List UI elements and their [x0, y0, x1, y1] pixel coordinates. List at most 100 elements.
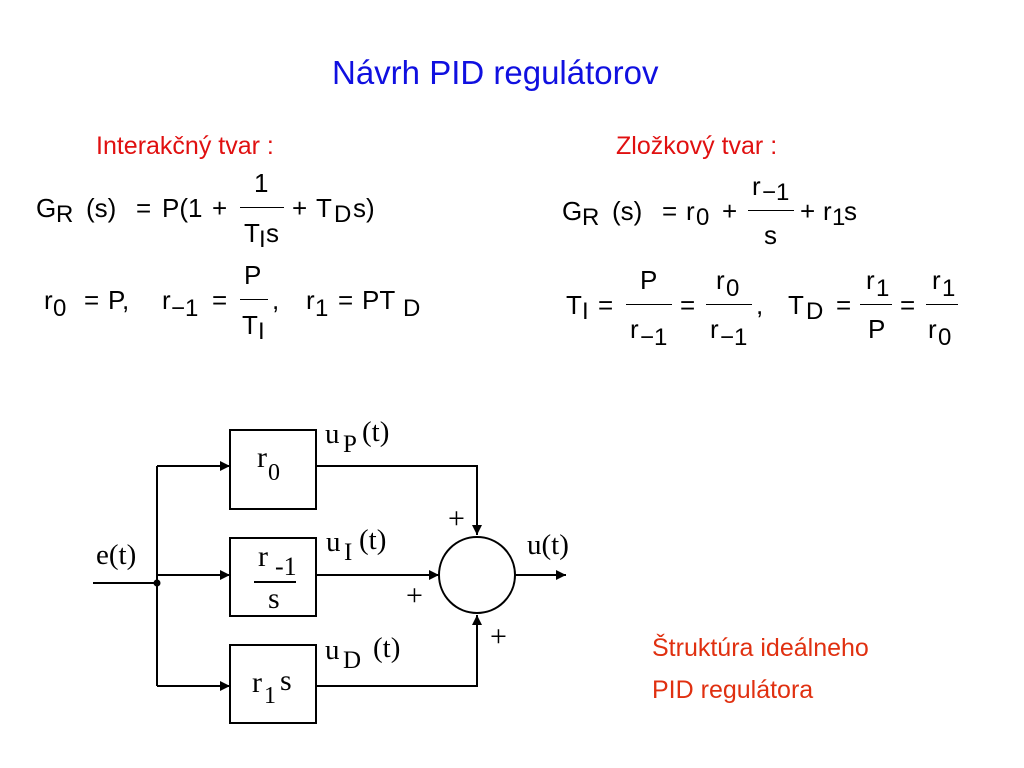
- eq-l1-frac-den-sub: I: [259, 226, 266, 253]
- signal-d-line: [316, 615, 482, 687]
- eq-r1-plus2: +: [800, 196, 816, 226]
- eq-r1-frac-den: s: [764, 220, 777, 250]
- signal-p-line: [316, 465, 482, 535]
- eq-l2-rm1: r: [162, 285, 171, 315]
- sign-mid: +: [406, 579, 423, 612]
- block-d-s: s: [280, 664, 292, 697]
- eq-r2-eq1: =: [598, 290, 614, 320]
- summing-junction: [438, 536, 516, 614]
- signal-d-u: u: [325, 634, 340, 666]
- eq-l2-p: P,: [108, 285, 130, 315]
- block-p-sub: 0: [268, 460, 280, 486]
- sign-top: +: [448, 502, 465, 535]
- signal-p-sub: P: [343, 431, 357, 458]
- block-d-sub: 1: [264, 683, 276, 709]
- eq-r1-arg: (s): [612, 196, 643, 226]
- eq-l2-eq2: =: [212, 285, 228, 315]
- block-p: [229, 429, 317, 510]
- eq-r2-f4-num-sub: 1: [942, 275, 956, 302]
- page-title: Návrh PID regulátorov: [332, 54, 659, 91]
- eq-l2-frac-line: [240, 299, 268, 300]
- signal-d-t: (t): [373, 632, 401, 664]
- eq-l2-r0: r: [44, 285, 53, 315]
- eq-l2-r1-sub: 1: [315, 295, 329, 322]
- eq-l2-eq1: =: [84, 285, 100, 315]
- signal-p-t: (t): [362, 416, 390, 448]
- signal-d-sub: D: [343, 647, 362, 674]
- eq-l1-plus2: +: [292, 193, 308, 223]
- eq-r1-s: s: [844, 196, 857, 226]
- eq-r2-f2-den-sub: −1: [720, 324, 748, 351]
- eq-l2-comma: ,: [272, 285, 280, 315]
- caption-line-1: Štruktúra ideálneho: [652, 634, 869, 662]
- eq-r2-t: T: [566, 290, 582, 320]
- eq-r1-r0-sub: 0: [696, 204, 710, 231]
- interactive-form-heading: Interakčný tvar :: [96, 132, 274, 160]
- eq-r2-eq2: =: [680, 290, 696, 320]
- eq-r2-eq3: =: [836, 290, 852, 320]
- block-i-num-r: r: [258, 540, 268, 573]
- eq-r1-r1: r: [823, 196, 832, 226]
- eq-r1-g-sub: R: [582, 204, 600, 231]
- component-form-heading: Zložkový tvar :: [616, 132, 778, 160]
- eq-l1-p-open: P(1: [162, 193, 203, 223]
- eq-r2-td: T: [788, 290, 804, 320]
- eq-r2-f3-num-r: r: [866, 265, 875, 295]
- eq-r2-comma: ,: [756, 290, 764, 320]
- eq-r2-f2-num-r: r: [716, 265, 725, 295]
- input-label: e(t): [96, 539, 137, 571]
- eq-l1-td-sub: D: [334, 201, 352, 228]
- eq-l2-frac-den-sub: I: [258, 318, 265, 345]
- signal-i-u: u: [326, 526, 341, 558]
- output-label: u(t): [527, 529, 569, 561]
- eq-r2-f4-den-r: r: [928, 314, 937, 344]
- signal-i-t: (t): [359, 524, 387, 556]
- eq-l2-frac-den-t: T: [242, 310, 258, 340]
- eq-r2-f1-den-r: r: [630, 314, 639, 344]
- branch-point: [153, 579, 161, 587]
- signal-i-sub: I: [344, 539, 353, 566]
- block-p-r: r: [257, 441, 267, 474]
- eq-l2-eq3: =: [338, 285, 354, 315]
- eq-r2-f3-num-sub: 1: [876, 275, 890, 302]
- eq-r1-g: G: [562, 196, 583, 226]
- eq-l1-plus1: +: [212, 193, 228, 223]
- eq-r2-f1-den-sub: −1: [640, 324, 668, 351]
- eq-r1-frac-line: [748, 210, 794, 211]
- eq-r2-f4-line: [926, 304, 958, 305]
- eq-r1-equals: =: [662, 196, 678, 226]
- eq-l2-r0-sub: 0: [53, 295, 67, 322]
- eq-r2-eq4: =: [900, 290, 916, 320]
- eq-r1-plus1: +: [722, 196, 738, 226]
- eq-r2-f2-line: [706, 304, 752, 305]
- eq-l2-pt: PT: [362, 285, 396, 315]
- eq-l1-arg: (s): [86, 193, 117, 223]
- eq-r1-frac-num-sub: −1: [762, 179, 790, 206]
- eq-l1-td: T: [316, 193, 332, 223]
- eq-r2-f3-line: [860, 304, 892, 305]
- block-i-fraction-line: [254, 581, 296, 583]
- eq-r2-f2-den-r: r: [710, 314, 719, 344]
- block-d-r: r: [252, 666, 262, 699]
- eq-r1-frac-num-r: r: [752, 171, 761, 201]
- block-i-den: s: [268, 582, 280, 615]
- block-i: [229, 537, 317, 617]
- eq-r2-td-sub: D: [806, 298, 824, 325]
- signal-p-u: u: [325, 418, 340, 450]
- eq-r2-f4-num-r: r: [932, 265, 941, 295]
- eq-l1-frac-num: 1: [254, 168, 269, 198]
- eq-l1-frac-line: [240, 207, 284, 208]
- eq-l2-rm1-sub: −1: [171, 295, 199, 322]
- caption-line-2: PID regulátora: [652, 676, 814, 704]
- eq-r2-t-sub: I: [582, 298, 589, 325]
- eq-l1-frac-den-s: s: [266, 218, 279, 248]
- block-d: [229, 644, 317, 724]
- sign-bottom: +: [490, 620, 507, 653]
- eq-l1-equals: =: [136, 193, 152, 223]
- eq-l1-s-close: s): [353, 193, 375, 223]
- eq-r2-f3-den: P: [868, 314, 886, 344]
- block-i-num-sub: -1: [275, 552, 297, 581]
- eq-r2-f1-num: P: [640, 265, 658, 295]
- eq-r2-f2-num-sub: 0: [726, 275, 740, 302]
